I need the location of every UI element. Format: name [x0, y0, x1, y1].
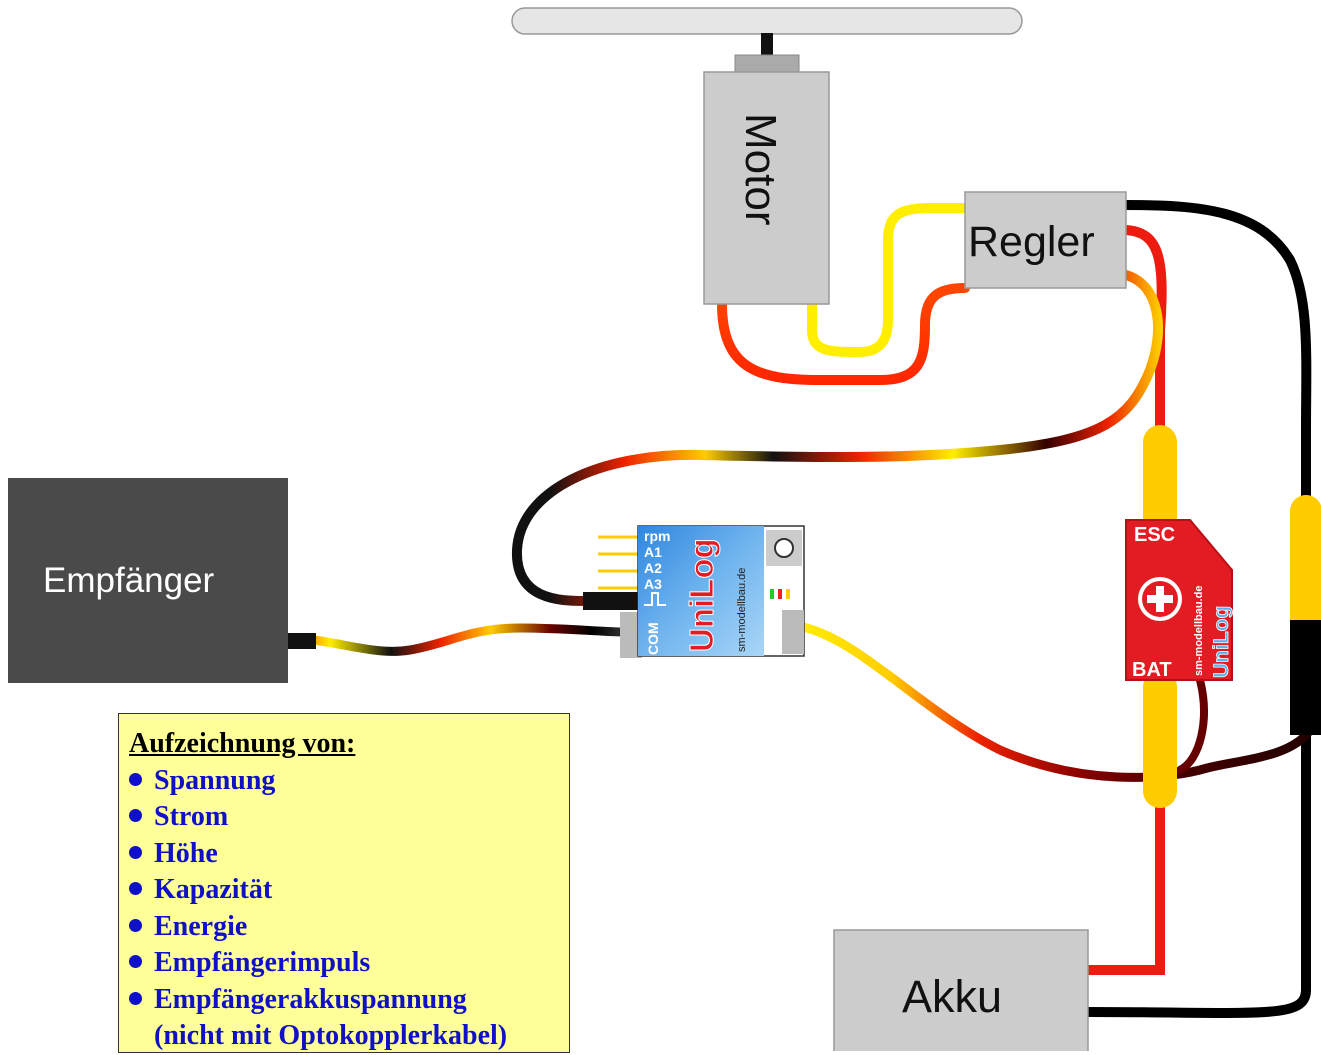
- receiver-box: [8, 478, 288, 683]
- unilog-brand: UniLog: [683, 538, 720, 652]
- pin-a3: A3: [644, 576, 662, 592]
- current-sensor: ESC BAT sm-modellbau.de UniLog: [1125, 519, 1233, 681]
- led-red: [778, 589, 782, 599]
- bullet-icon: [129, 809, 142, 823]
- bullet-icon: [129, 772, 142, 786]
- motor-mount: [734, 54, 800, 73]
- legend-note: (nicht mit Optokopplerkabel): [154, 1020, 508, 1051]
- legend-item: Höhe: [129, 836, 559, 873]
- regler-servo-wire: [511, 270, 1163, 606]
- receiver-label: Empfänger: [43, 561, 215, 600]
- heatshrink-red-bottom: [1143, 670, 1177, 808]
- battery-wire-black: [1083, 200, 1312, 1018]
- legend-item-label: Höhe: [154, 837, 218, 869]
- sensor-brand: UniLog: [1210, 606, 1233, 678]
- unilog-device: rpm A1 A2 A3 COM UniLog sm-modellbau.de: [583, 525, 805, 658]
- legend-item-label: Kapazität: [154, 874, 273, 905]
- pulse-icon: [644, 592, 666, 606]
- heatshrink-black-top: [1290, 495, 1321, 635]
- motor-box: [703, 71, 830, 305]
- legend-item-label: Energie: [154, 910, 248, 942]
- heatshrink-red-top: [1143, 425, 1177, 535]
- legend-item: Empfängerakkuspannung: [129, 982, 559, 1019]
- legend-item: Energie: [129, 909, 559, 946]
- legend-item-label: Strom: [154, 801, 229, 832]
- sensor-esc-label: ESC: [1134, 524, 1175, 546]
- legend-box: Aufzeichnung von: Spannung Strom Höhe Ka…: [118, 713, 570, 1053]
- legend-list: Spannung Strom Höhe Kapazität Energie Em…: [129, 763, 559, 1019]
- pin-a1: A1: [644, 544, 662, 560]
- side-connector: [782, 610, 804, 654]
- servo-plug: [583, 592, 641, 610]
- motor-label: Motor: [736, 113, 785, 225]
- unilog-website: sm-modellbau.de: [736, 568, 748, 652]
- sensor-bat-label: BAT: [1132, 659, 1172, 681]
- led-green: [770, 589, 774, 599]
- akku-box: [833, 929, 1089, 1051]
- com-plug: [620, 612, 642, 658]
- sensor-wire-branch: [1176, 676, 1208, 774]
- bullet-icon: [129, 882, 142, 896]
- push-button: [774, 538, 794, 558]
- receiver-plug: [288, 633, 316, 649]
- com-label: COM: [645, 622, 661, 655]
- legend-item: Spannung: [129, 763, 559, 800]
- propeller: [511, 7, 1023, 35]
- legend-item: Empfängerimpuls: [129, 945, 559, 982]
- propeller-shaft: [761, 33, 773, 57]
- bullet-icon: [129, 955, 142, 969]
- legend-item: Kapazität: [129, 872, 559, 909]
- motor-wire-red: [717, 283, 970, 385]
- receiver-wire: [309, 623, 627, 656]
- led-yellow: [786, 589, 790, 599]
- bullet-icon: [129, 918, 142, 932]
- legend-title: Aufzeichnung von:: [129, 728, 356, 759]
- bullet-icon: [129, 991, 142, 1005]
- legend-item-label: Empfängerimpuls: [154, 947, 371, 978]
- sensor-website: sm-modellbau.de: [1193, 586, 1205, 676]
- regler-box: [964, 191, 1127, 289]
- legend-item-label: Spannung: [154, 764, 276, 796]
- bullet-icon: [129, 845, 142, 859]
- pin-rpm: rpm: [644, 528, 670, 544]
- legend-item-label: Empfängerakkuspannung: [154, 983, 467, 1015]
- heatshrink-black-bottom: [1290, 620, 1321, 735]
- sensor-wire: [798, 622, 1315, 782]
- legend-item: Strom: [129, 799, 559, 836]
- motor-wire-yellow: [807, 203, 970, 358]
- pin-a2: A2: [644, 560, 662, 576]
- akku-label: Akku: [902, 971, 1002, 1022]
- regler-label: Regler: [968, 218, 1095, 266]
